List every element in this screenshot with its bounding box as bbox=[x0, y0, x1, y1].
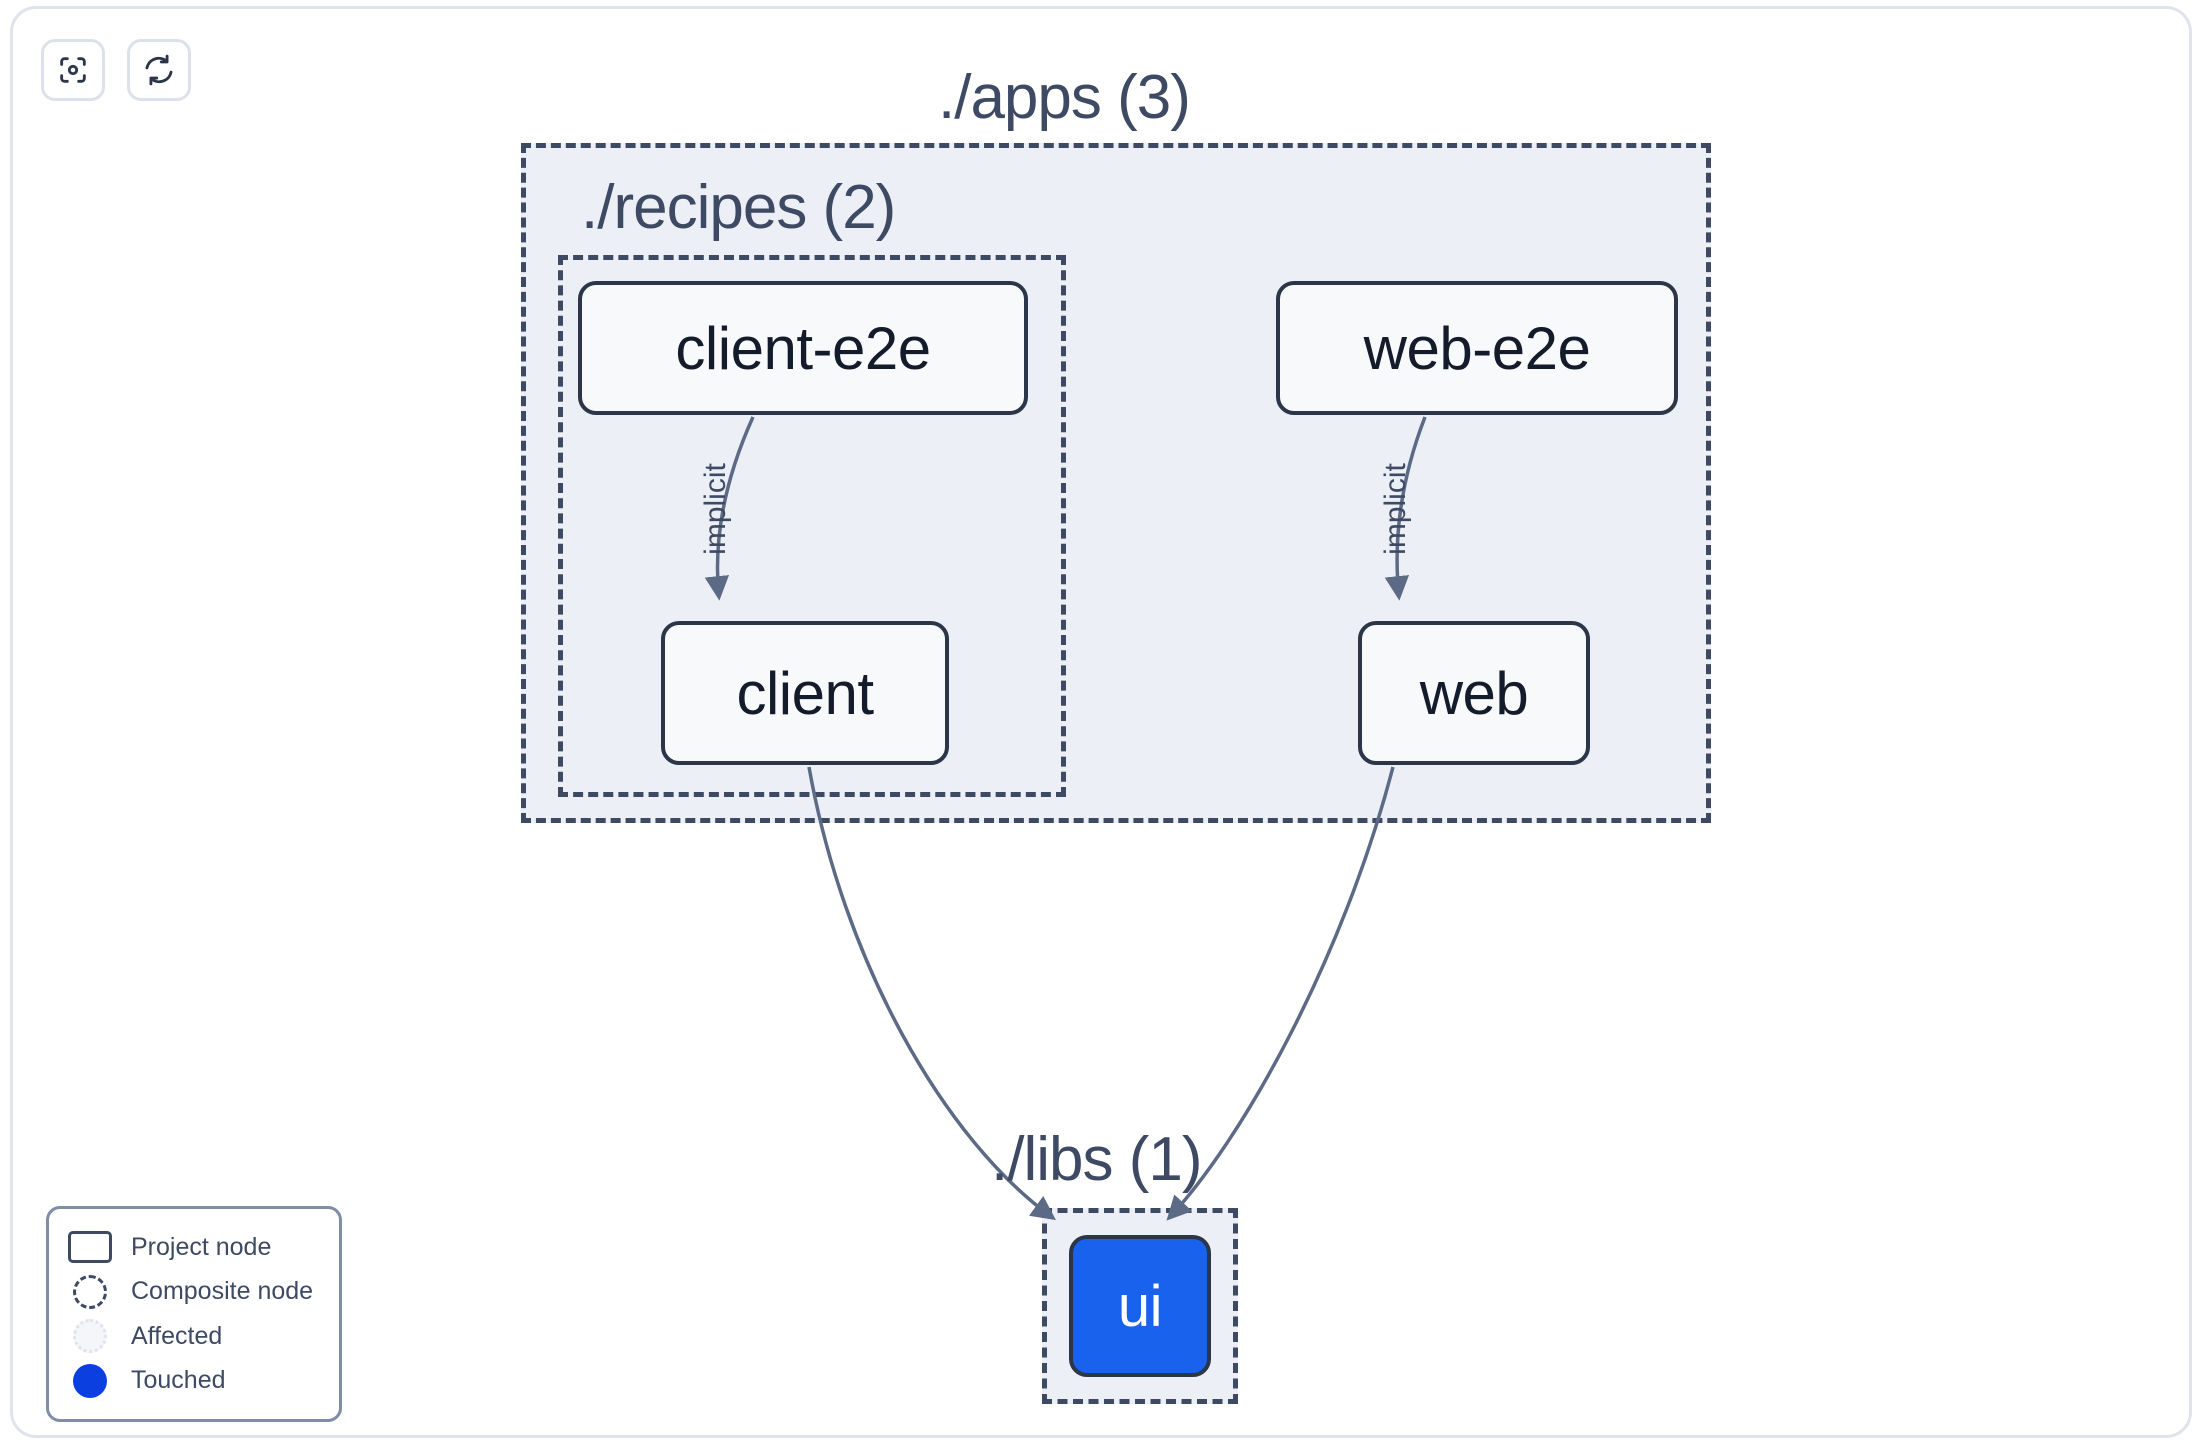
legend-label-affected: Affected bbox=[131, 1321, 223, 1350]
project-node-web-e2e[interactable]: web-e2e bbox=[1276, 281, 1678, 415]
composite-label-apps: ./apps (3) bbox=[938, 63, 1191, 132]
graph-canvas[interactable]: ./apps (3) ./recipes (2) ./libs (1) impl… bbox=[13, 9, 2189, 1435]
graph-legend: Project node Composite node Affected Tou… bbox=[46, 1206, 342, 1422]
project-node-ui[interactable]: ui bbox=[1069, 1235, 1211, 1377]
legend-label-project-node: Project node bbox=[131, 1232, 272, 1261]
legend-item-affected: Affected bbox=[67, 1314, 321, 1358]
project-node-swatch bbox=[67, 1230, 113, 1264]
focus-target-icon bbox=[56, 53, 90, 87]
composite-node-swatch bbox=[67, 1274, 113, 1309]
touched-swatch bbox=[67, 1363, 113, 1398]
project-node-client[interactable]: client bbox=[661, 621, 949, 765]
legend-label-composite-node: Composite node bbox=[131, 1277, 314, 1306]
graph-frame: ./apps (3) ./recipes (2) ./libs (1) impl… bbox=[10, 6, 2192, 1438]
composite-label-recipes: ./recipes (2) bbox=[581, 173, 896, 242]
edge-web-to-ui bbox=[1166, 766, 1395, 1221]
project-node-client-e2e[interactable]: client-e2e bbox=[578, 281, 1028, 415]
affected-swatch bbox=[67, 1319, 113, 1354]
legend-item-composite-node: Composite node bbox=[67, 1270, 321, 1314]
refresh-graph-button[interactable] bbox=[127, 39, 191, 101]
refresh-icon bbox=[142, 53, 176, 87]
graph-toolbar bbox=[41, 39, 191, 101]
composite-label-libs: ./libs (1) bbox=[991, 1125, 1202, 1194]
legend-label-touched: Touched bbox=[131, 1366, 226, 1395]
focus-graph-button[interactable] bbox=[41, 39, 105, 101]
project-node-web[interactable]: web bbox=[1358, 621, 1590, 765]
legend-item-touched: Touched bbox=[67, 1359, 321, 1403]
legend-item-project-node: Project node bbox=[67, 1225, 321, 1269]
